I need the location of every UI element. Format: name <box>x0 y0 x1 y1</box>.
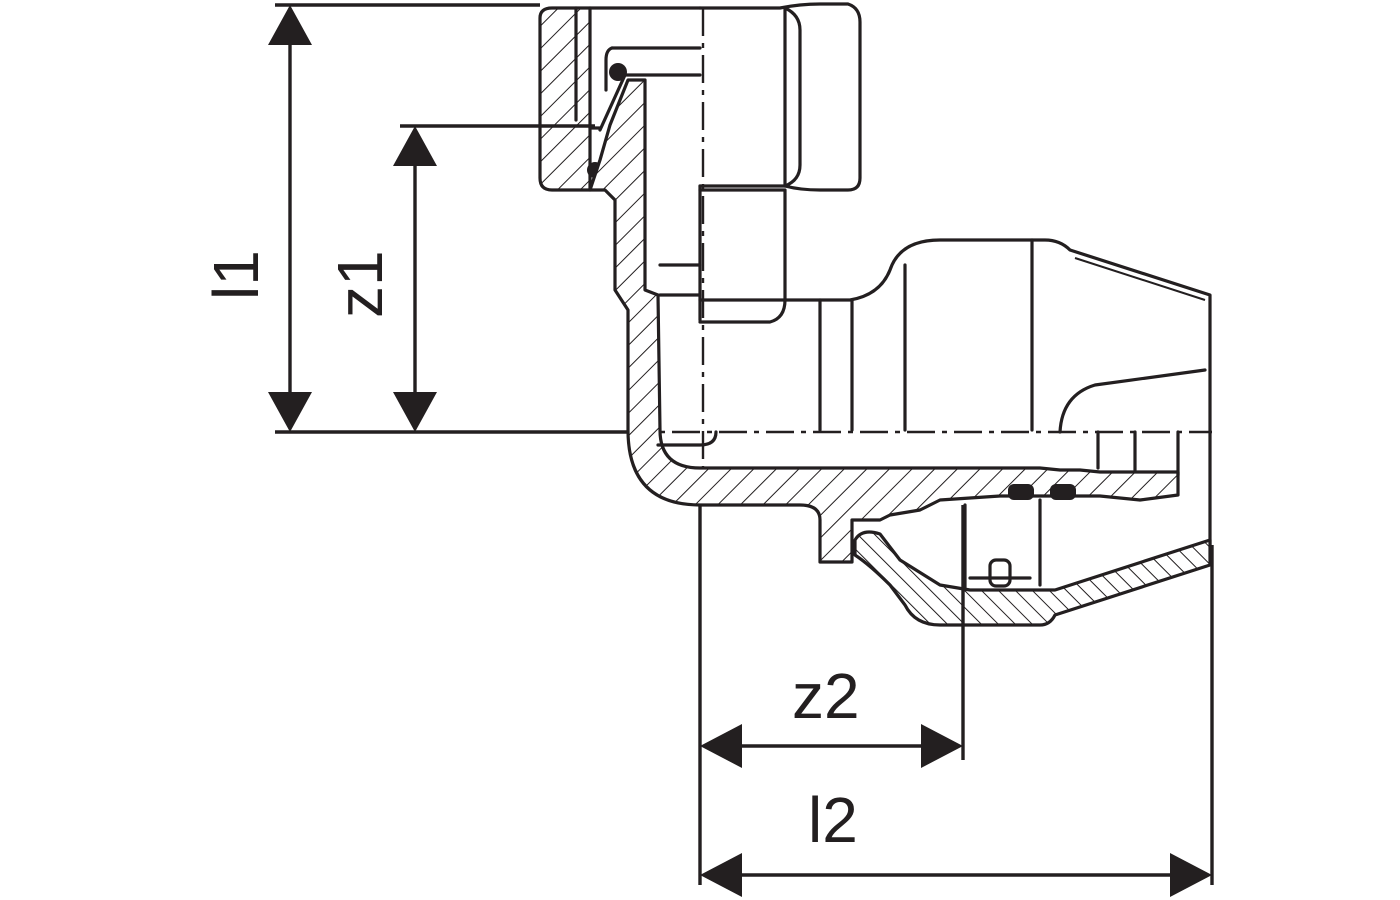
sleeve-taper <box>1074 257 1206 301</box>
sleeve-outline <box>698 238 1212 547</box>
o-ring-a <box>1008 484 1034 500</box>
dimension-l1: l1 <box>200 5 312 432</box>
inner-bend <box>656 430 718 447</box>
z1-arrow-top <box>393 126 437 166</box>
z2-arrow-left <box>700 724 742 768</box>
dimension-z1: z1 <box>324 126 437 432</box>
l1-arrow-bottom <box>268 392 312 432</box>
l2-arrow-left <box>700 853 742 897</box>
hex-body <box>698 188 787 324</box>
seal-groove <box>604 46 614 92</box>
o-rings <box>1008 484 1076 500</box>
union-nut <box>538 2 862 192</box>
l2-arrow-right <box>1170 853 1212 897</box>
l2-label: l2 <box>808 784 858 856</box>
center-lines <box>625 8 1212 505</box>
press-jaw-section <box>853 530 1212 627</box>
z2-arrow-right <box>921 724 963 768</box>
l1-label: l1 <box>200 250 272 300</box>
z2-label: z2 <box>792 660 860 732</box>
dimension-z2: z2 <box>700 660 963 768</box>
indicator-pin <box>988 558 1012 588</box>
body-section <box>588 78 1180 564</box>
nut-outline <box>698 2 862 192</box>
nut-chamfer <box>783 6 802 188</box>
dimension-l2: l2 <box>700 784 1212 897</box>
nipple-cone <box>598 73 702 132</box>
o-ring-top <box>609 63 627 81</box>
l1-arrow-top <box>268 5 312 45</box>
o-ring-b <box>1050 484 1076 500</box>
elbow-body <box>588 78 1180 564</box>
extension-lines <box>275 3 1214 885</box>
z1-label: z1 <box>324 250 396 318</box>
z1-arrow-bottom <box>393 392 437 432</box>
nut-section <box>538 6 592 192</box>
sleeve-window <box>1058 368 1207 434</box>
press-sleeve <box>698 238 1212 627</box>
